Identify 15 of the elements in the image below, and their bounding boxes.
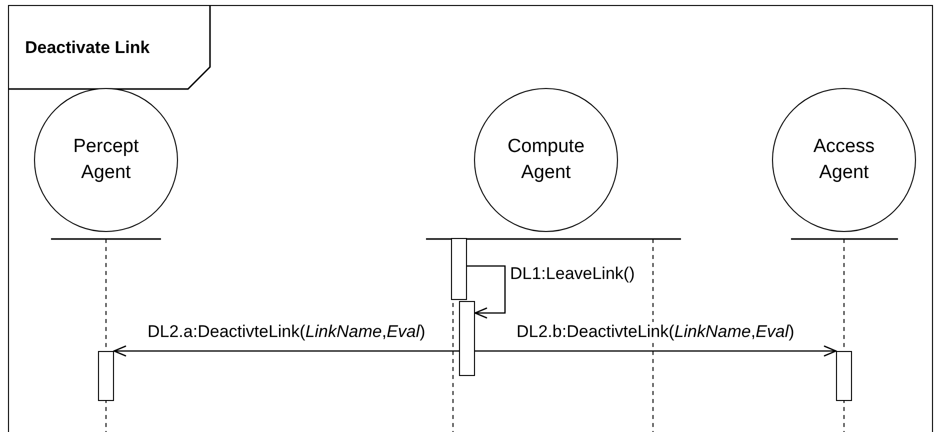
agent-name: Access Agent [812,135,876,185]
message-arrow [467,265,506,319]
message-label: DL2.b:DeactivteLink(LinkName,Eval) [516,322,796,342]
activation-bar [836,351,852,401]
agent-name: Percept Agent [72,135,140,185]
message-arrow [475,345,837,357]
frame [8,5,933,432]
message-arrow [113,345,459,357]
activation-bar [98,351,114,401]
message-label: DL2.a:DeactivteLink(LinkName,Eval) [146,322,426,342]
activation-bar [451,238,467,300]
message-label: DL1:LeaveLink() [509,264,636,284]
agent-name: Compute Agent [506,135,586,185]
activation-bar [459,301,475,376]
frame-title: Deactivate Link [25,38,150,58]
